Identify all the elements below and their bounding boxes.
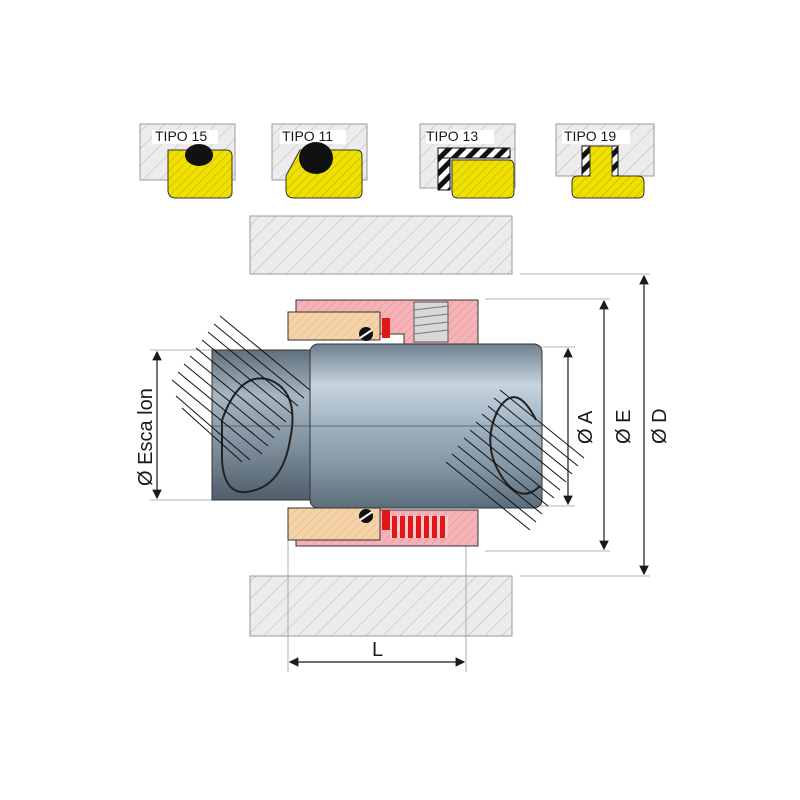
housing-top — [249, 215, 513, 275]
tipo-15-label: TIPO 15 — [155, 128, 207, 144]
seal-type-11: TIPO 11 — [271, 123, 368, 199]
shaft — [211, 343, 543, 509]
tipo-13-label: TIPO 13 — [426, 128, 478, 144]
o-rings — [359, 327, 373, 523]
red-insert-top — [382, 318, 390, 338]
tipo-11-label: TIPO 11 — [282, 128, 333, 144]
seal-type-19: TIPO 19 — [555, 123, 655, 199]
extension-lines — [150, 273, 650, 672]
dim-d-label: Ø D — [649, 408, 671, 444]
dim-l-label: L — [372, 639, 383, 661]
break-lines-left — [171, 315, 311, 463]
housing-bottom — [249, 575, 513, 637]
dimension-arrows — [152, 274, 649, 667]
rotary-face — [287, 311, 381, 541]
tipo-19-label: TIPO 19 — [564, 128, 616, 144]
dim-a-label: Ø A — [575, 410, 597, 444]
set-screw — [413, 301, 449, 343]
dim-escalon-label: Ø Esca lon — [135, 388, 157, 486]
dim-e-label: Ø E — [613, 410, 635, 444]
seal-type-15: TIPO 15 — [139, 123, 236, 199]
spring — [390, 516, 448, 538]
seal-type-13: TIPO 13 — [419, 123, 516, 199]
red-insert-bottom — [382, 510, 390, 530]
